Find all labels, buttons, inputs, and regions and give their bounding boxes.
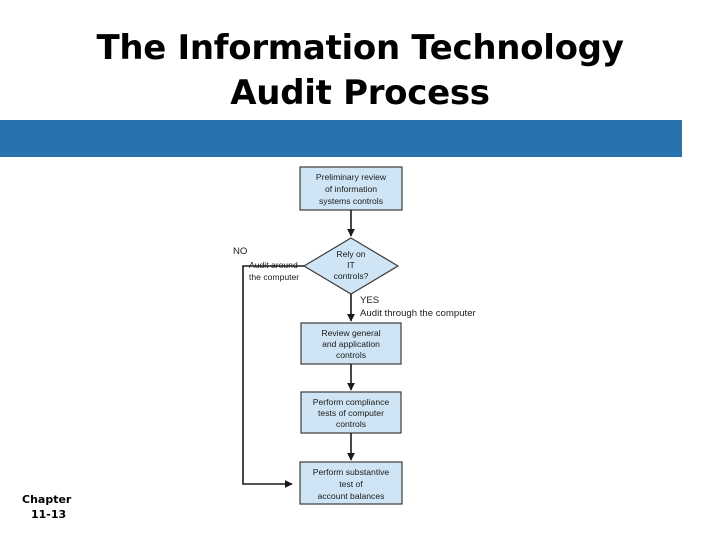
it-audit-process-flowchart: Preliminary review of information system… [0, 155, 720, 520]
node-text-line-2: tests of computer [318, 408, 384, 418]
flowchart-node-review-general-application-controls: Review general and application controls [300, 322, 402, 365]
label-audit-around-line-1: Audit around [249, 260, 298, 270]
chapter-footer: Chapter 11-13 [22, 492, 71, 522]
label-audit-around-line-2: the computer [249, 272, 299, 282]
decision-text-line-3: controls? [334, 271, 369, 281]
node-text-line-3: controls [336, 419, 366, 429]
node-text-line-1: Review general [321, 328, 380, 338]
connector-no-branch [242, 265, 304, 488]
label-audit-through-computer: Audit through the computer [360, 308, 477, 319]
flowchart-node-preliminary-review: Preliminary review of information system… [299, 166, 403, 211]
node-text-line-3: controls [336, 350, 366, 360]
label-no-branch: NO [233, 246, 247, 257]
banner-bar [0, 120, 682, 157]
flowchart-node-rely-on-it-controls: Rely on IT controls? [302, 237, 400, 295]
node-text-line-2: and application [322, 339, 380, 349]
node-text-line-1: Perform compliance [313, 397, 390, 407]
node-text-line-1: Perform substantive [313, 467, 390, 477]
decision-text-line-1: Rely on [336, 249, 365, 259]
flowchart-node-perform-compliance-tests: Perform compliance tests of computer con… [300, 391, 402, 434]
flowchart-node-perform-substantive-test: Perform substantive test of account bala… [299, 461, 403, 505]
label-yes-branch: YES [360, 295, 379, 306]
chapter-number: 11-13 [31, 508, 67, 521]
node-text-line-1: Preliminary review [316, 172, 387, 182]
node-text-line-2: test of [339, 479, 363, 489]
page-title: The Information Technology Audit Process [96, 28, 624, 113]
decision-text-line-2: IT [347, 260, 355, 270]
node-text-line-2: of information [325, 184, 377, 194]
node-text-line-3: account balances [318, 491, 385, 501]
chapter-label: Chapter [22, 493, 72, 506]
node-text-line-3: systems controls [319, 196, 383, 206]
